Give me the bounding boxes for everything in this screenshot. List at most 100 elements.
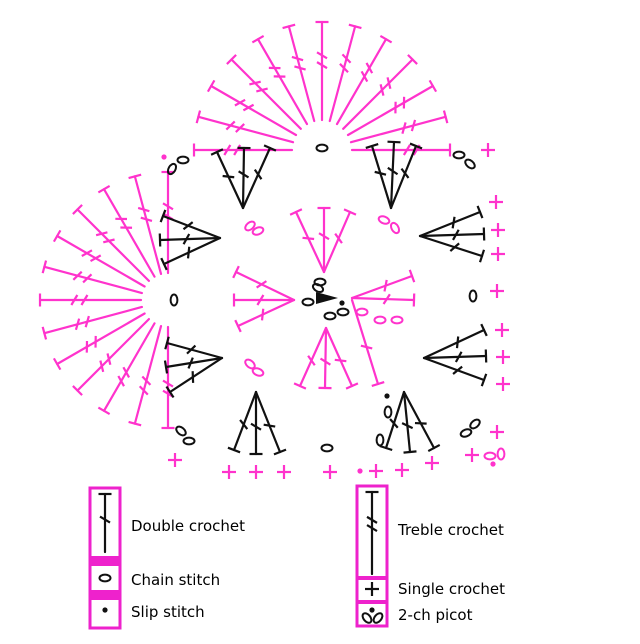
top-fan-0-tick [233, 144, 242, 156]
single-crochet-9 [465, 448, 479, 462]
top-fan-7-tick [339, 63, 349, 73]
cluster-left-upper-0 [159, 209, 222, 240]
double-crochet-clusters [158, 140, 488, 456]
top-fan-11 [349, 110, 449, 144]
top-fan-4 [251, 34, 309, 126]
cluster-right-upper-0-tick [451, 216, 456, 229]
cluster-top-right-2 [389, 142, 423, 210]
top-fan-7 [328, 23, 362, 123]
left-fan-6-tick [80, 294, 89, 306]
center-top-2-cap [343, 208, 357, 216]
cluster-bottom-left-2 [254, 390, 287, 456]
cluster-bottom-right-2-stem [402, 390, 436, 450]
legend-right-box [355, 484, 389, 628]
left-fan-9-tick [95, 231, 108, 237]
top-fan-8-tick [360, 70, 369, 83]
cluster-top-left-2-tick [253, 168, 263, 180]
left-fan-3-tick [99, 360, 105, 373]
cluster-bottom-right-2-tick [414, 421, 427, 425]
center-left-0-cap [232, 265, 240, 279]
cluster-left-upper-2 [160, 236, 222, 271]
top-fan-5-cap [282, 23, 296, 30]
single-crochet-12 [369, 464, 383, 478]
cluster-bottom-left-0 [227, 390, 258, 454]
cluster-right-upper-1 [418, 227, 486, 241]
top-fan-6-tick [316, 51, 328, 60]
cluster-left-upper-1-stem [158, 236, 222, 242]
cluster-top-right-1-cap [387, 140, 401, 144]
left-fan-2-stem [102, 322, 156, 412]
cluster-right-lower-0-tick [455, 336, 460, 349]
top-fan-2-cap [206, 79, 216, 93]
left-fan-2-tick [117, 375, 125, 387]
cluster-bottom-right-1 [401, 390, 417, 454]
left-fan-8-tick [81, 249, 93, 257]
top-fan-4-cap [251, 34, 265, 44]
center-top-2 [322, 208, 357, 274]
chain-2 [468, 289, 478, 303]
cluster-top-right-2-cap [409, 142, 423, 150]
left-fan-1-cap [128, 420, 142, 427]
cluster-top-right-1-stem [389, 140, 396, 210]
left-fan-11-stem [133, 175, 163, 276]
center-bottom-2-tick [334, 358, 347, 363]
left-fan-8 [52, 229, 146, 288]
center-right-diag-cap [371, 381, 385, 387]
cluster-right-upper-0-cap [476, 205, 484, 219]
cluster-right-lower-1-tick [454, 351, 463, 363]
single-crochet-2 [491, 223, 505, 237]
top-fan-1-tick [225, 120, 236, 131]
top-fan-7-cap [348, 23, 362, 30]
chain-5 [301, 297, 315, 307]
legend-treble-crochet-icon [365, 490, 379, 576]
legend-double-crochet-icon [98, 492, 112, 554]
cluster-top-right-2-tick [400, 167, 410, 179]
cluster-right-upper-0 [418, 205, 484, 238]
single-crochet-14 [277, 465, 291, 479]
cluster-left-upper-1 [158, 233, 222, 247]
center-left-2-tick [260, 308, 265, 321]
single-crochet-11 [395, 463, 409, 477]
cluster-top-right-2-stem [389, 144, 418, 210]
legend-label-treble-crochet: Treble crochet [398, 521, 504, 539]
cluster-bottom-right-1-cap [403, 450, 417, 454]
legend-treble-crochet-icon-tick [366, 515, 378, 524]
cluster-right-upper-2-cap [478, 249, 486, 263]
center-left-1 [232, 293, 296, 307]
chain-17 [251, 367, 265, 377]
cluster-bottom-left-2-stem [254, 390, 282, 454]
cluster-left-lower-1-tick [187, 357, 194, 369]
cluster-left-lower-2 [165, 356, 224, 399]
chain-6 [311, 282, 325, 294]
top-fan-12-tick [402, 144, 411, 156]
center-bottom-1-stem [323, 326, 328, 390]
top-fan-9-tick [386, 77, 392, 89]
top-fan-8 [335, 34, 393, 126]
legend-label-picot: 2-ch picot [398, 606, 473, 624]
left-fan-7-tick [72, 270, 83, 281]
cluster-top-left-2-cap [263, 144, 277, 152]
top-fan-6 [315, 20, 329, 122]
center-top-1 [317, 206, 331, 274]
cluster-top-left-1 [237, 146, 251, 210]
center-top-1-tick [318, 232, 330, 241]
center-bottom-1-tick [319, 357, 331, 366]
single-crochet-8 [490, 425, 504, 439]
legend-left-divider-1 [90, 556, 120, 566]
slip-stitch-4 [384, 393, 390, 399]
left-fan-1-tick [141, 375, 152, 386]
top-fan-5-tick [291, 55, 304, 62]
single-crochet-3 [491, 247, 505, 261]
top-fan-2-stem [210, 84, 298, 137]
center-top-0 [289, 208, 326, 274]
cluster-right-lower-2-cap [480, 373, 488, 387]
cluster-bottom-right-0-cap [379, 444, 393, 452]
left-fan-8-stem [56, 234, 146, 288]
cluster-bottom-right-1-stem [402, 390, 412, 454]
left-fan-2-cap [97, 406, 111, 416]
top-fan-10-cap [428, 79, 438, 93]
cluster-left-upper-0-tick [182, 221, 194, 231]
top-fan-1-tick [235, 123, 245, 133]
top-fan-11-tick [401, 122, 407, 134]
